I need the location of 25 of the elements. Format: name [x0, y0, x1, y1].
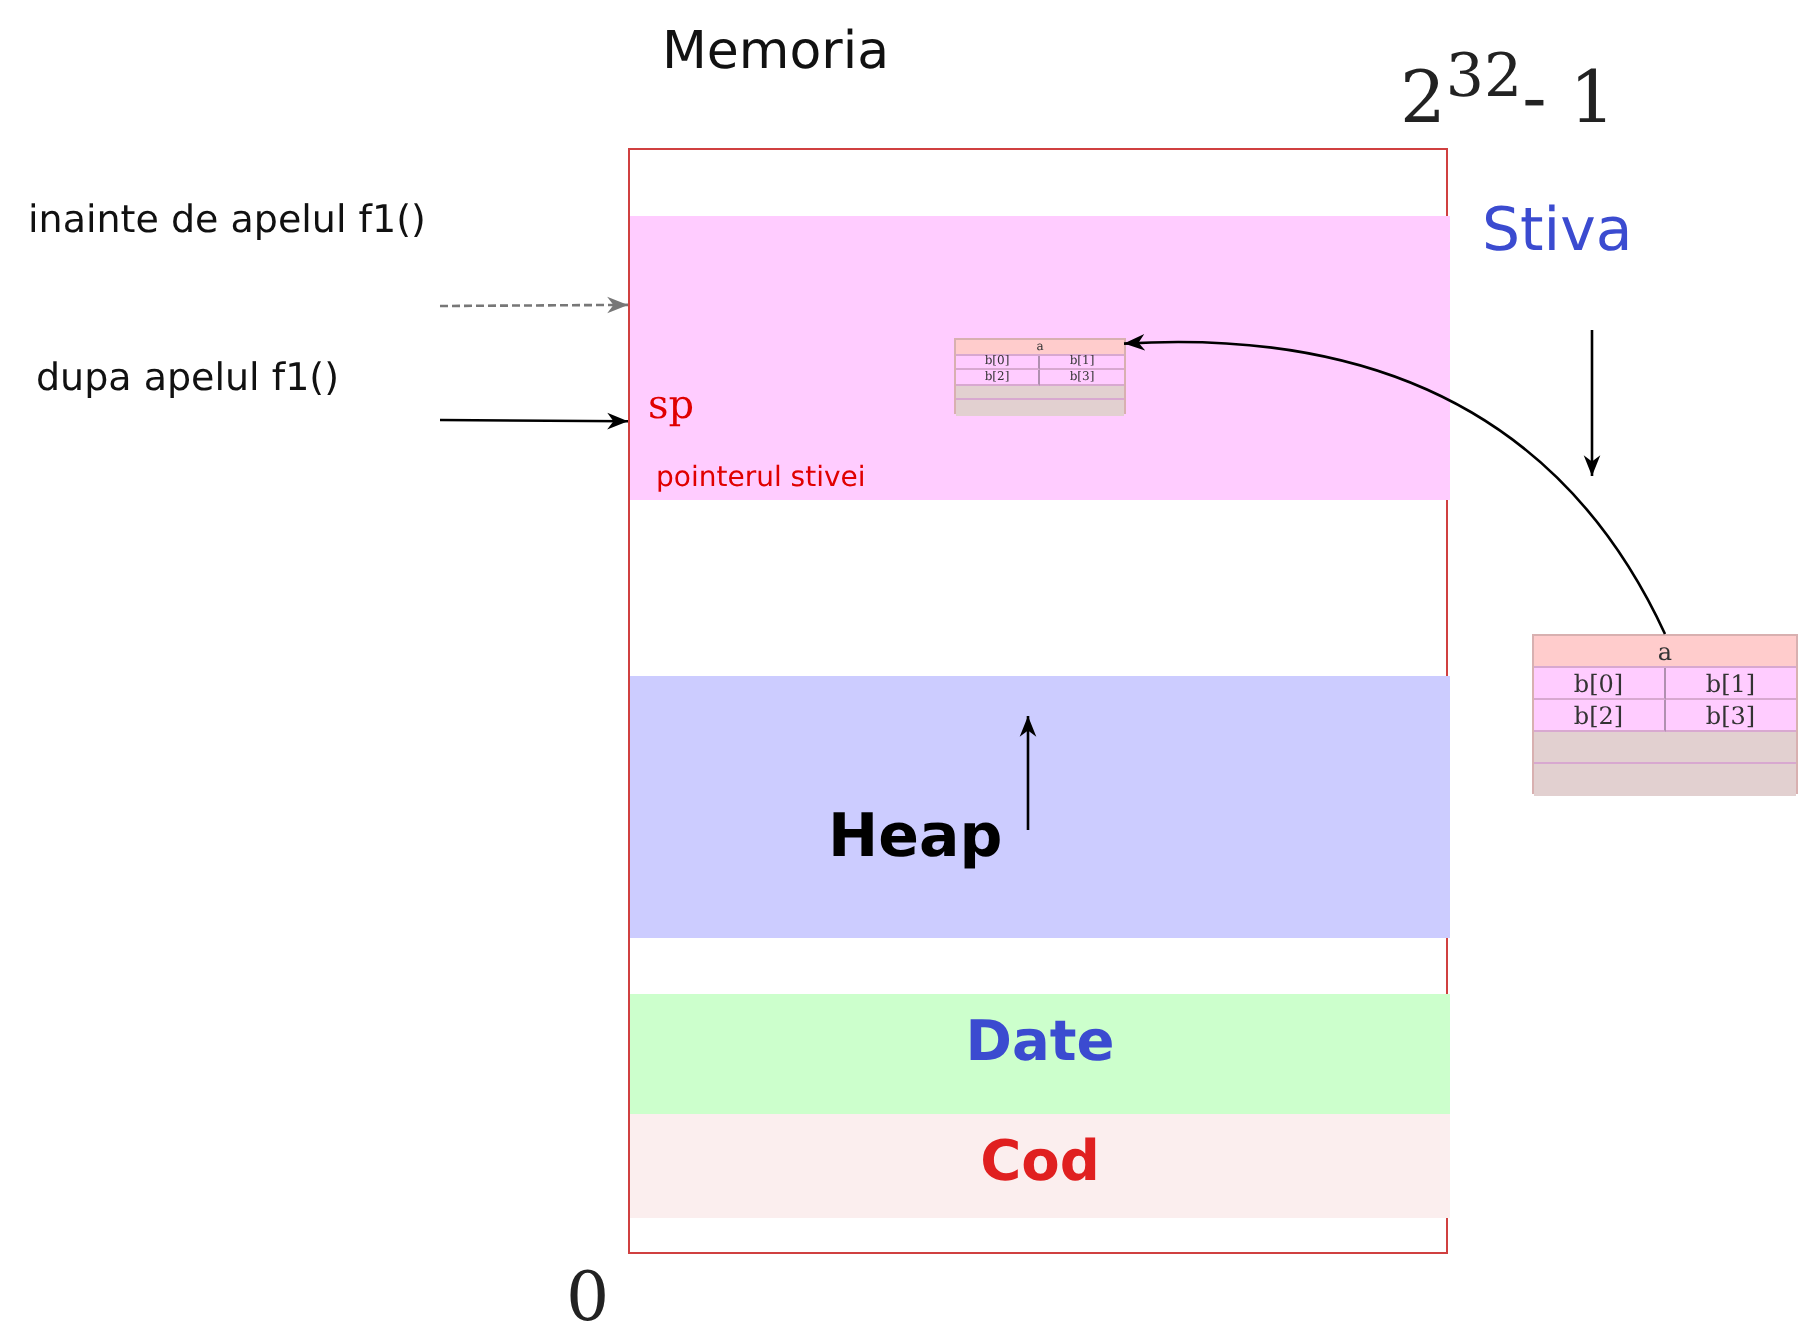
table-cell: a: [1534, 636, 1796, 668]
heap-segment: [630, 676, 1450, 938]
segment-caption: pointerul stivei: [656, 464, 866, 492]
arrow: [1123, 334, 1667, 635]
address-label: 0: [566, 1264, 610, 1332]
segment-label: Date: [963, 1014, 1117, 1070]
pointer-caption: inainte de apelul f1(): [28, 202, 426, 240]
memory-title: Memoria: [662, 26, 890, 78]
table-cell: b[3]: [1665, 700, 1796, 732]
table-cell: b[2]: [1534, 700, 1665, 732]
arrow: [440, 412, 628, 430]
stack-frame-table: [954, 338, 1126, 414]
code-segment: [630, 1114, 1450, 1218]
address-label: 2$^{32}$- 1: [1400, 48, 1616, 136]
segment-label: Heap: [828, 808, 1003, 868]
data-segment: [630, 994, 1450, 1114]
segment-label: Cod: [978, 1134, 1102, 1190]
arrow: [440, 296, 628, 314]
stack-frame-table: [1532, 634, 1798, 794]
table-cell: b[1]: [1665, 668, 1796, 700]
register-name: sp: [648, 384, 695, 424]
stack-segment: [630, 216, 1450, 500]
pointer-caption: dupa apelul f1(): [36, 360, 339, 398]
table-cell: b[0]: [1534, 668, 1665, 700]
segment-label: Stiva: [1482, 202, 1633, 262]
